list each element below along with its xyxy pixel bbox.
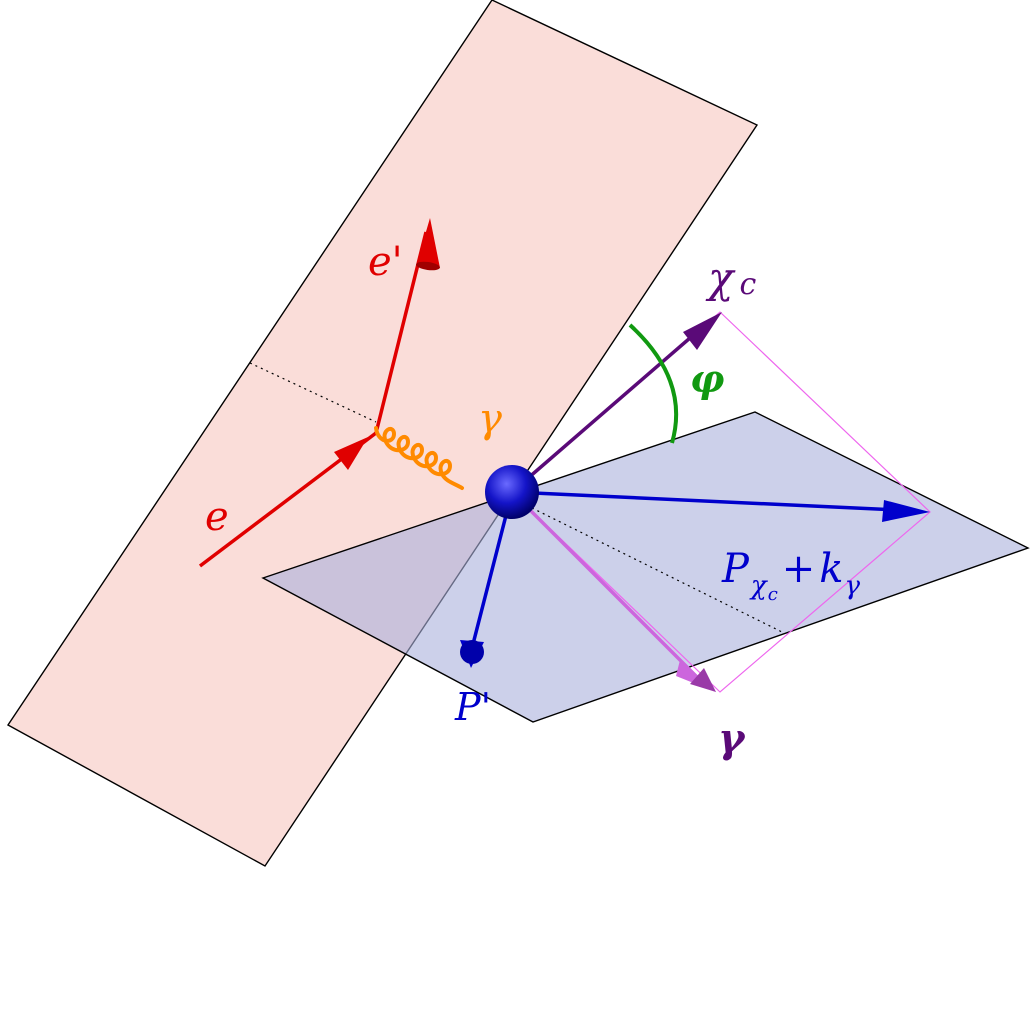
label-virtual-photon: γ xyxy=(478,396,502,442)
label-sum-momentum: Pχc+kγ xyxy=(721,546,861,605)
label-p-prime: P' xyxy=(454,685,491,729)
chi-c-line xyxy=(510,323,707,494)
phi-angle-arc xyxy=(628,323,679,444)
virtual-photon-coil xyxy=(374,426,464,490)
hadron-plane xyxy=(261,411,1030,723)
chi-c-arrowhead xyxy=(683,312,722,350)
lepton-plane-dotted-line xyxy=(249,362,377,423)
sum-momentum-arrowhead xyxy=(882,500,930,522)
label-electron-out: e' xyxy=(368,239,403,285)
hadron-plane-dotted-line xyxy=(531,507,783,633)
lepton-plane xyxy=(6,0,759,867)
interaction-vertex xyxy=(485,465,539,519)
label-photon-out: γ xyxy=(718,715,746,762)
electron-out-arrowhead xyxy=(416,218,440,268)
photon-out-line xyxy=(510,490,700,680)
label-phi: φ xyxy=(690,356,724,401)
label-electron-in: e xyxy=(205,494,229,540)
sum-momentum-line xyxy=(511,490,899,512)
electron-in-arrowhead xyxy=(334,437,368,470)
